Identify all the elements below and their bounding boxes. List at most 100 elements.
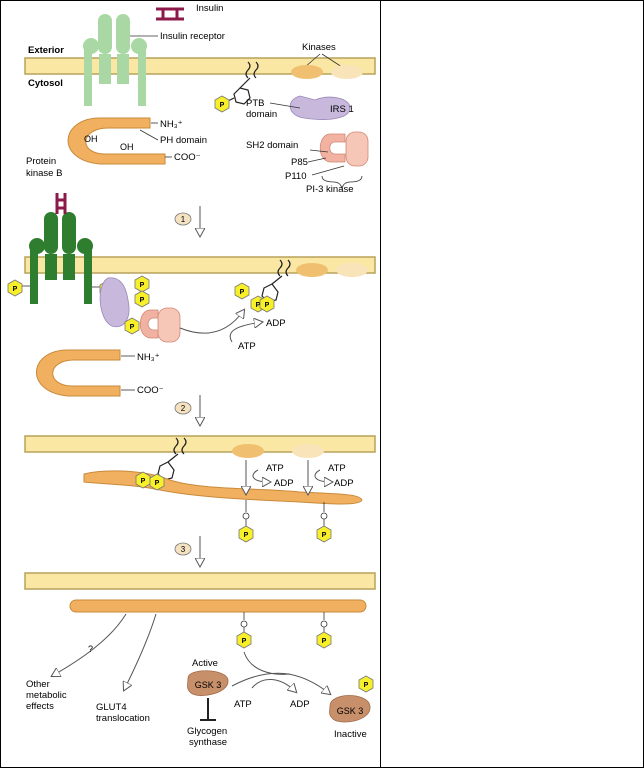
coo-label-1: COO⁻ <box>174 152 201 163</box>
p85-label: P85 <box>291 157 308 168</box>
phospholipid-3 <box>157 437 187 481</box>
atp-label-1: ATP <box>238 341 256 352</box>
pi3-kinase-p85 <box>319 133 346 163</box>
svg-text:P: P <box>364 682 369 689</box>
svg-text:P: P <box>220 102 225 109</box>
membrane-4 <box>24 572 376 590</box>
glut4-label-2: translocation <box>96 713 150 724</box>
svg-text:P: P <box>256 302 261 309</box>
ph-domain-label: PH domain <box>160 135 207 146</box>
nh3-label-1: NH₃⁺ <box>160 119 183 130</box>
glut4-arrow <box>124 613 157 690</box>
cytosol-label: Cytosol <box>28 78 63 89</box>
kinase-4 <box>336 263 368 277</box>
atp-adp-arrow-1 <box>229 322 262 343</box>
gsk3-active <box>187 670 229 696</box>
p110-label: P110 <box>285 171 306 182</box>
pkb-membrane-phosphate-2: P <box>149 473 165 491</box>
active-label: Active <box>192 658 218 669</box>
pkb-to-gsk3-arrow <box>243 651 291 675</box>
gsk3-active-label: GSK 3 <box>195 680 222 690</box>
protein-kinase-b-label-1: Protein <box>26 156 56 167</box>
pkb-phosphate-d: P <box>316 612 332 649</box>
ptb-domain-label-1: PTB <box>246 98 264 109</box>
protein-kinase-b-label-2: kinase B <box>26 168 62 179</box>
step-2-marker: 2 <box>174 401 192 415</box>
oh-label-2: OH <box>120 142 134 152</box>
svg-text:P: P <box>130 324 135 331</box>
ptb-domain-label-2: domain <box>246 109 277 120</box>
atp-label-2: ATP <box>266 463 284 474</box>
column-divider <box>380 0 381 768</box>
activated-insulin-receptor <box>29 212 93 304</box>
adp-label-2: ADP <box>274 478 294 489</box>
pi3-kinase-label: PI-3 kinase <box>306 184 354 195</box>
kinase-5 <box>232 444 264 458</box>
protein-kinase-b-4 <box>69 599 367 613</box>
protein-kinase-b-2 <box>36 349 121 397</box>
svg-text:P: P <box>141 478 146 485</box>
coo-label-2: COO⁻ <box>137 385 164 396</box>
gsk3-inactive-label: GSK 3 <box>337 706 364 716</box>
phosphate-1: P <box>214 95 230 113</box>
insulin-receptor-label: Insulin receptor <box>160 31 225 42</box>
other-effects-arrow <box>52 613 127 676</box>
gsk3-inactive <box>329 695 371 723</box>
kinase-2 <box>331 65 363 79</box>
protein-kinase-b <box>67 117 166 165</box>
irs1-protein <box>289 95 351 120</box>
pi3-kinase-docked-p110 <box>157 307 181 343</box>
oh-label-1: OH <box>84 134 98 144</box>
kinase-3 <box>296 263 328 277</box>
other-effects-label-3: effects <box>26 701 54 712</box>
insulin-receptor <box>83 14 147 106</box>
glut4-label-1: GLUT4 <box>96 702 127 713</box>
pip3-phosphate-1: P <box>234 282 250 300</box>
insulin-bound-icon <box>55 193 67 214</box>
svg-text:P: P <box>322 532 327 539</box>
question-mark: ? <box>88 644 93 654</box>
pi3-kinase-p110 <box>345 131 369 167</box>
svg-text:P: P <box>244 532 249 539</box>
pkb-membrane-phosphate-1: P <box>135 471 151 489</box>
insulin-label: Insulin <box>196 3 223 14</box>
pi3k-to-pip3-arrow <box>179 310 244 334</box>
glycogen-synthase-label-2: synthase <box>189 737 227 748</box>
pi3-kinase-docked-p85 <box>139 309 159 339</box>
pkb-phosphate-c: P <box>236 612 252 649</box>
other-effects-label-1: Other <box>26 679 50 690</box>
svg-text:2: 2 <box>181 404 186 413</box>
irs1-phosphate-1: P <box>134 275 150 293</box>
pkb-phosphate-b: P <box>316 502 332 543</box>
adp-label-3: ADP <box>334 478 354 489</box>
inactive-label: Inactive <box>334 729 367 740</box>
atp-adp-arrow-4 <box>251 679 296 692</box>
svg-text:P: P <box>140 297 145 304</box>
other-effects-label-2: metabolic <box>26 690 67 701</box>
atp-label-3: ATP <box>328 463 346 474</box>
atp-adp-arrow-3 <box>314 469 332 482</box>
svg-text:3: 3 <box>181 545 186 554</box>
svg-text:P: P <box>242 638 247 645</box>
exterior-label: Exterior <box>28 45 64 56</box>
insulin-icon <box>156 7 184 21</box>
nh3-label-2: NH₃⁺ <box>137 352 160 363</box>
atp-label-4: ATP <box>234 699 252 710</box>
irs1-label: IRS 1 <box>330 104 354 115</box>
inhibition-bar <box>200 698 216 721</box>
sh2-domain-label: SH2 domain <box>246 140 298 151</box>
step-3-marker: 3 <box>174 542 192 556</box>
step-1-marker: 1 <box>174 212 192 226</box>
svg-text:1: 1 <box>181 215 186 224</box>
svg-text:P: P <box>322 638 327 645</box>
membrane-1 <box>24 57 376 75</box>
pkb-phosphate-a: P <box>238 500 254 543</box>
membrane-3 <box>24 435 376 453</box>
irs1-phosphate-2: P <box>134 290 150 308</box>
irs1-phosphate-3: P <box>124 317 140 335</box>
protein-kinase-b-3 <box>83 470 363 505</box>
kinases-label: Kinases <box>302 42 336 53</box>
svg-text:P: P <box>240 289 245 296</box>
